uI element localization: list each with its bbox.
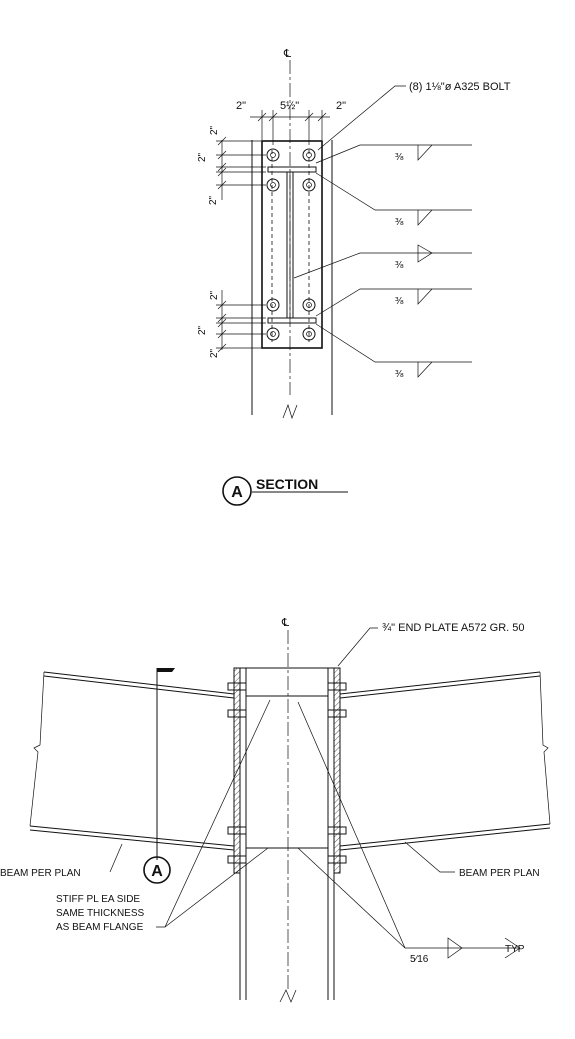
end-plate-right bbox=[333, 667, 341, 874]
stiffener-note-leaders bbox=[156, 699, 271, 928]
dim-vert-text-4: 2" bbox=[209, 290, 220, 300]
beam-right-leader bbox=[404, 841, 455, 873]
end-plate-outline bbox=[261, 140, 323, 349]
dim-center-text: 5½" bbox=[280, 100, 299, 112]
weld-size-2: ⅜ bbox=[395, 217, 404, 228]
bolt bbox=[302, 148, 316, 162]
weld-symbol-3 bbox=[293, 244, 472, 279]
horizontal-dimensions bbox=[250, 110, 330, 145]
weld-typ-size: 5⁄16 bbox=[410, 954, 429, 965]
beam-right-label: BEAM PER PLAN bbox=[459, 868, 540, 879]
weld-size-3: ⅜ bbox=[395, 260, 404, 271]
end-plate-leader bbox=[337, 627, 378, 667]
dim-vert-text-1: 2" bbox=[209, 125, 220, 135]
weld-symbol-2 bbox=[315, 172, 472, 226]
dim-vert-text-5: 2" bbox=[197, 325, 208, 335]
end-plate-callout-text: ¾" END PLATE A572 GR. 50 bbox=[382, 622, 525, 634]
dim-right-text: 2" bbox=[336, 100, 346, 112]
section-bubble bbox=[222, 476, 252, 506]
weld-symbol-4 bbox=[315, 288, 472, 317]
section-title: SECTION bbox=[256, 476, 318, 492]
elevation-section-bubble bbox=[143, 856, 171, 884]
elevation-section-bubble-letter: A bbox=[151, 863, 163, 880]
column-break-line bbox=[282, 403, 298, 420]
beam-left bbox=[29, 671, 235, 851]
bolt bbox=[266, 148, 280, 162]
bolt-group bbox=[266, 148, 316, 341]
weld-typ-symbol bbox=[297, 701, 521, 959]
section-view: ℄ bbox=[197, 48, 511, 506]
elevation-bolts bbox=[227, 682, 347, 864]
elevation-view: ℄ bbox=[0, 617, 551, 1003]
beam-left-label: BEAM PER PLAN bbox=[0, 868, 81, 879]
section-cut-flag bbox=[157, 668, 175, 672]
beam-left-leader bbox=[109, 843, 123, 873]
weld-size-4: ⅜ bbox=[395, 296, 404, 307]
bolt bbox=[302, 178, 316, 192]
bolt-callout-text: (8) 1⅛"ø A325 BOLT bbox=[409, 81, 511, 93]
weld-size-1: ⅜ bbox=[395, 152, 404, 163]
bolt bbox=[266, 327, 280, 341]
bolt bbox=[266, 298, 280, 312]
stiffener-note-line-1: STIFF PL EA SIDE bbox=[56, 894, 140, 905]
section-centerline-symbol: ℄ bbox=[283, 48, 291, 60]
section-bubble-letter: A bbox=[231, 484, 243, 501]
column-break bbox=[279, 989, 297, 1003]
bolt bbox=[266, 178, 280, 192]
stiffener-note-line-2: SAME THICKNESS bbox=[56, 908, 144, 919]
dim-left-text: 2" bbox=[236, 100, 246, 112]
weld-typ-note: TYP bbox=[505, 944, 525, 955]
end-plate-left bbox=[233, 667, 241, 874]
weld-size-5: ⅜ bbox=[395, 369, 404, 380]
weld-symbol-1 bbox=[315, 144, 472, 164]
beam-right bbox=[339, 671, 551, 851]
stiffener-note-line-3: AS BEAM FLANGE bbox=[56, 922, 144, 933]
dim-vert-text-2: 2" bbox=[197, 152, 208, 162]
dim-vert-text-6: 2" bbox=[209, 348, 220, 358]
dim-vert-text-3: 2" bbox=[208, 195, 219, 205]
bolt-callout-leader bbox=[317, 85, 406, 151]
bolt bbox=[302, 298, 316, 312]
vertical-dimensions bbox=[216, 136, 266, 353]
weld-symbol-5 bbox=[315, 323, 472, 378]
elevation-centerline-symbol: ℄ bbox=[281, 617, 289, 629]
bolt bbox=[302, 327, 316, 341]
